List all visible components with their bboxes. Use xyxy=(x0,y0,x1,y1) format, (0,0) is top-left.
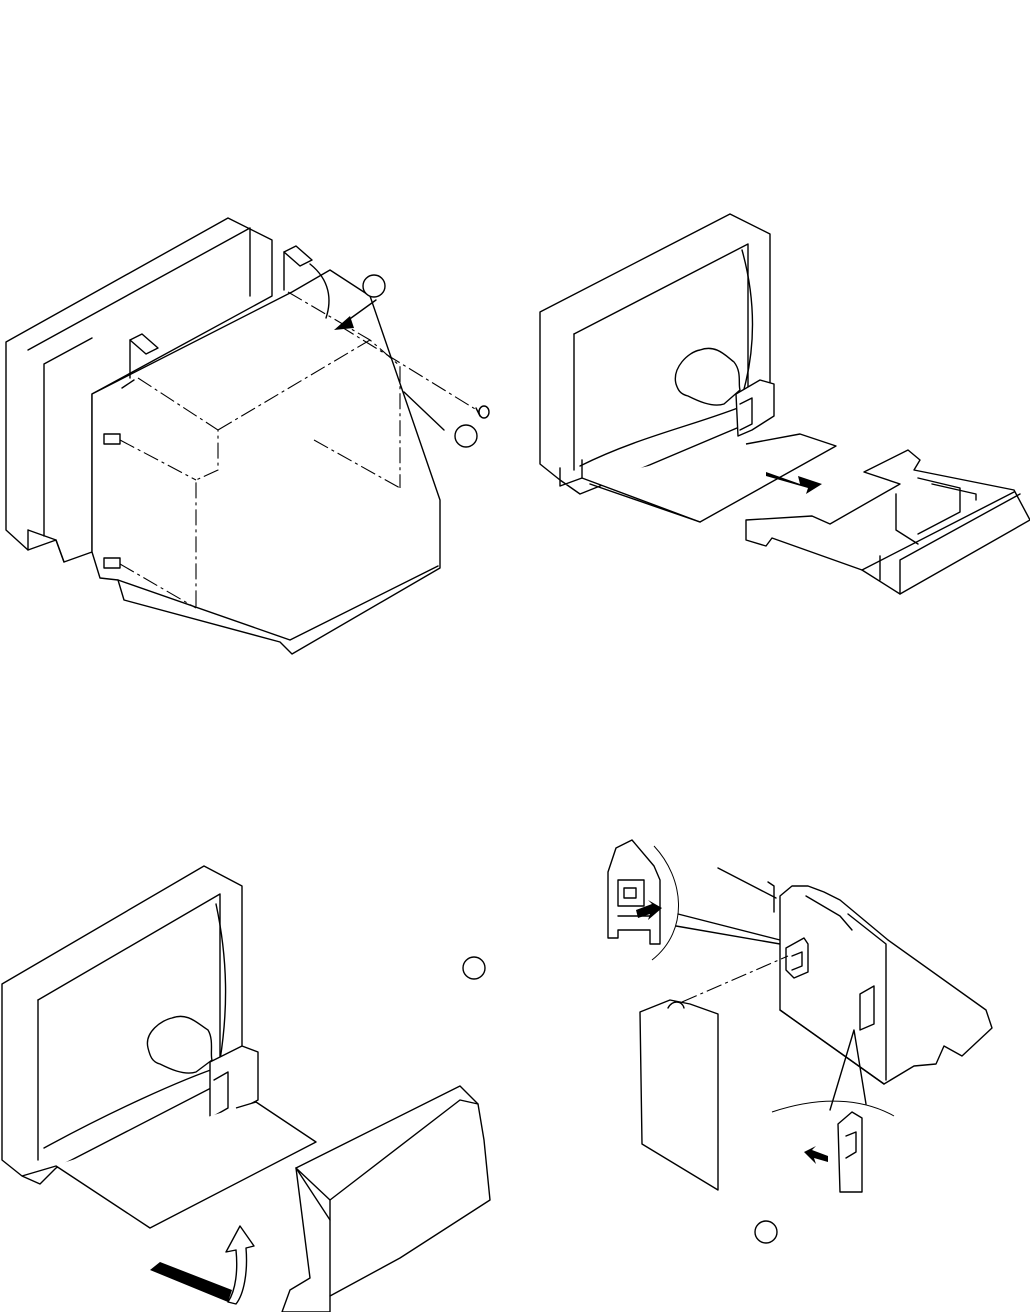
latch-detail-magnified xyxy=(608,840,660,944)
callout-1 xyxy=(363,275,385,297)
figure-2-chassis-slide-out xyxy=(540,214,1030,594)
figure-4-board-release-detail xyxy=(608,840,992,1243)
push-arrow-lower xyxy=(804,1146,828,1164)
circuit-board xyxy=(640,1000,718,1190)
latch-detail-lens-lower xyxy=(772,1101,894,1116)
callout-4 xyxy=(755,1221,777,1243)
latch-detail-lower xyxy=(838,1112,862,1192)
figure-3-chassis-pull-up xyxy=(2,866,490,1312)
callout-2 xyxy=(455,425,477,447)
cover-tab-top-right xyxy=(284,246,312,266)
main-chassis xyxy=(282,1086,490,1312)
figure-1-rear-cover-removal xyxy=(6,218,489,654)
slide-arrow xyxy=(766,472,822,494)
callout-3 xyxy=(463,957,485,979)
lift-band xyxy=(150,1262,232,1302)
